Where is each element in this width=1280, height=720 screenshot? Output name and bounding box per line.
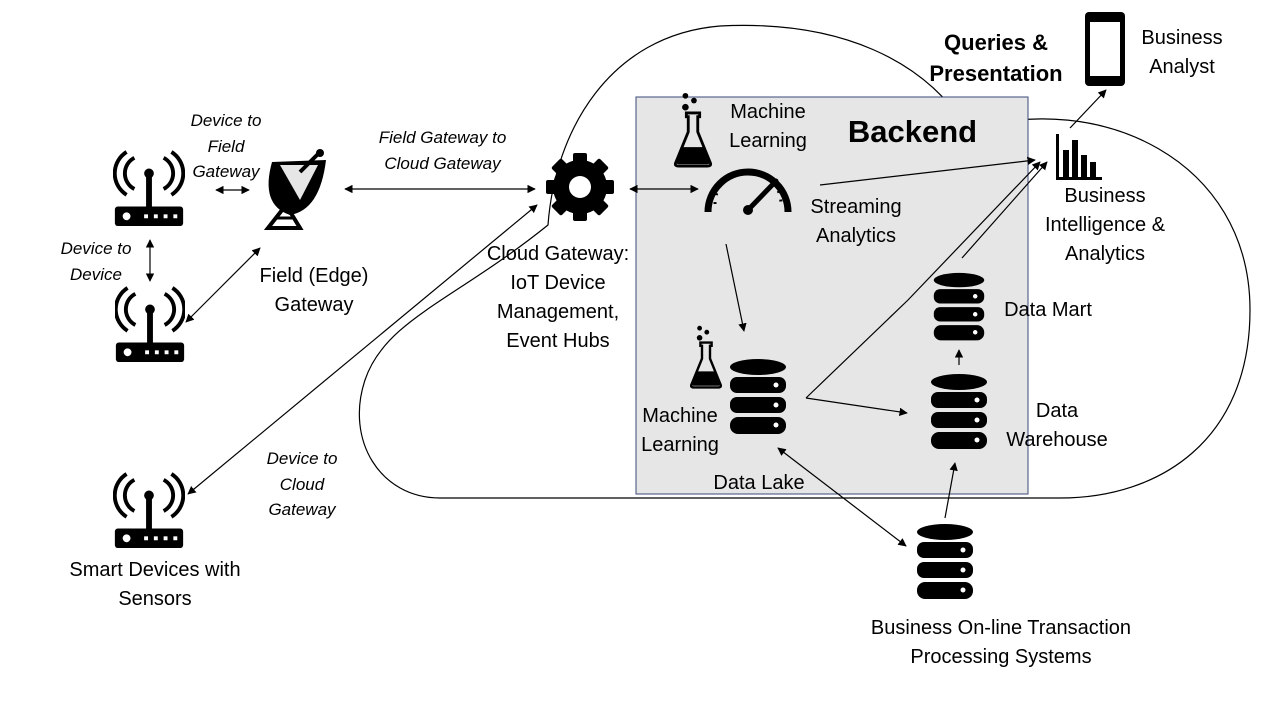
backend-title: Backend	[847, 114, 978, 149]
machine-learning-top-label: Machine Learning	[729, 101, 807, 152]
arrow-device-to-cloud-gateway	[187, 204, 538, 495]
label-field-gateway-to-cloud-gateway: Field Gateway to Cloud Gateway	[378, 128, 507, 173]
label-device-to-device: Device to Device	[60, 239, 132, 284]
gear-icon	[546, 153, 614, 221]
satellite-dish-icon	[263, 149, 326, 230]
arrow-bi-to-analyst	[1069, 89, 1107, 129]
field-edge-gateway-label: Field (Edge) Gateway	[259, 265, 369, 316]
arrow-datalake-to-bi	[805, 161, 1041, 399]
smart-devices-label: Smart Devices with Sensors	[69, 559, 241, 610]
router-icon-smart-device	[115, 474, 184, 548]
router-icon-top	[115, 152, 184, 226]
machine-learning-bottom-label: Machine Learning	[641, 405, 719, 456]
business-analyst-label: Business Analyst	[1141, 27, 1223, 78]
database-icon-oltp	[917, 524, 973, 599]
data-warehouse-label: Data Warehouse	[1006, 400, 1108, 451]
smartphone-icon	[1085, 12, 1125, 86]
cloud-gateway-label: Cloud Gateway: IoT Device Management, Ev…	[486, 243, 630, 352]
arrow-streaming-to-datalake	[725, 243, 747, 332]
gauge-icon	[704, 168, 792, 215]
bar-chart-icon	[1056, 134, 1102, 180]
business-intelligence-label: Business Intelligence & Analytics	[1044, 185, 1166, 265]
streaming-analytics-label: Streaming Analytics	[810, 196, 902, 247]
arrow-datalake-to-warehouse	[805, 397, 908, 417]
arrow-streaming-to-bi	[819, 156, 1036, 186]
arrow-datalake-to-oltp	[777, 447, 907, 547]
data-lake-label: Data Lake	[713, 472, 805, 494]
label-device-to-field-gateway: Device to Field Gateway	[190, 111, 262, 181]
arrow-datamart-to-bi	[961, 161, 1048, 259]
oltp-label: Business On-line Transaction Processing …	[870, 617, 1132, 668]
label-device-to-cloud-gateway: Device to Cloud Gateway	[266, 449, 338, 519]
router-icon-middle	[115, 286, 185, 364]
arrow-oltp-to-warehouse	[944, 462, 958, 519]
data-mart-label: Data Mart	[1004, 299, 1092, 321]
queries-presentation-label: Queries & Presentation	[929, 30, 1063, 86]
